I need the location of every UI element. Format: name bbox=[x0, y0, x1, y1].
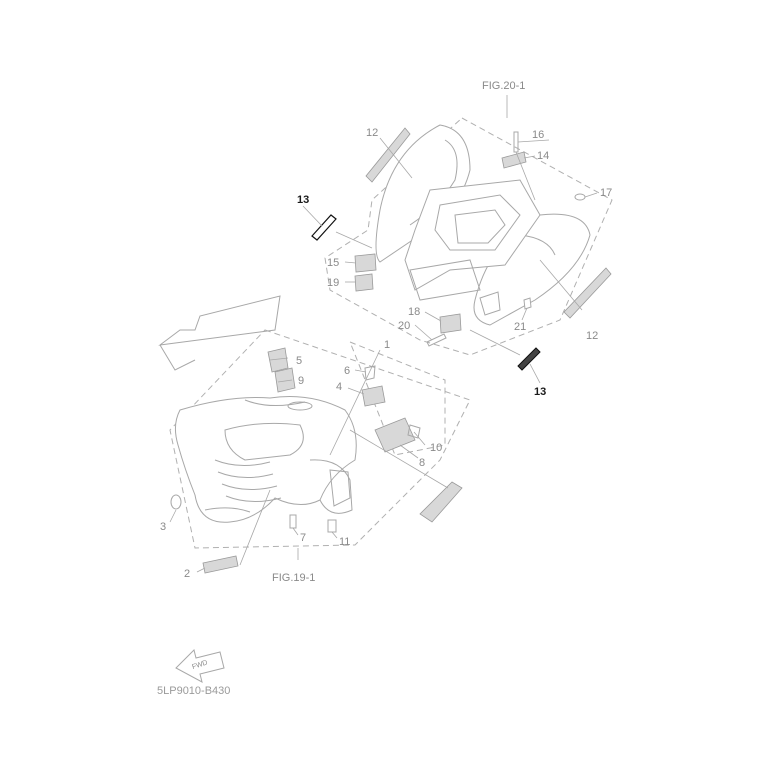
screw-10 bbox=[407, 424, 421, 439]
bolt-16 bbox=[513, 131, 519, 153]
part-number-12-lower: 12 bbox=[586, 330, 598, 342]
plate-8 bbox=[374, 417, 416, 453]
decal-9 bbox=[274, 367, 296, 393]
part-number-15: 15 bbox=[327, 257, 339, 269]
clip-11 bbox=[327, 519, 337, 533]
clip-7 bbox=[289, 514, 297, 529]
part-number-19: 19 bbox=[327, 277, 339, 289]
part-number-12-upper: 12 bbox=[366, 127, 378, 139]
screw-20 bbox=[426, 333, 447, 347]
rear-fender-left-wing bbox=[375, 124, 471, 263]
part-number-7: 7 bbox=[300, 532, 306, 544]
fwd-text: FWD bbox=[191, 659, 208, 671]
part-number-13-upper: 13 bbox=[297, 194, 309, 206]
label-14-shape bbox=[501, 151, 527, 169]
decal-yamaha-right bbox=[419, 481, 463, 523]
part-number-5: 5 bbox=[296, 355, 302, 367]
drawing-code: 5LP9010-B430 bbox=[157, 685, 230, 697]
part-number-17: 17 bbox=[600, 187, 612, 199]
part-number-2: 2 bbox=[184, 568, 190, 580]
decal-5 bbox=[267, 347, 289, 373]
emblem-13-lower bbox=[469, 329, 541, 371]
rear-fender-assembly bbox=[311, 95, 613, 371]
part-number-1: 1 bbox=[384, 339, 390, 351]
part-number-6: 6 bbox=[344, 365, 350, 377]
decal-12-right bbox=[539, 259, 612, 319]
plate-4 bbox=[361, 385, 386, 407]
label-15-shape bbox=[354, 253, 377, 273]
part-number-4: 4 bbox=[336, 381, 342, 393]
emblem-13-upper bbox=[311, 214, 373, 249]
part-number-18: 18 bbox=[408, 306, 420, 318]
rear-fender-boundary bbox=[324, 117, 613, 356]
part-number-14: 14 bbox=[537, 150, 549, 162]
decal-12-left bbox=[365, 127, 413, 183]
part-number-20: 20 bbox=[398, 320, 410, 332]
decal-2 bbox=[202, 555, 239, 574]
fig-ref-lower: FIG.19-1 bbox=[272, 572, 315, 584]
part-number-11: 11 bbox=[339, 536, 350, 548]
fig-ref-upper: FIG.20-1 bbox=[482, 80, 525, 92]
part-number-21: 21 bbox=[514, 321, 526, 333]
part-number-10: 10 bbox=[430, 442, 442, 454]
front-fender-body bbox=[174, 396, 357, 523]
label-18-shape bbox=[439, 313, 462, 334]
grommet-17 bbox=[574, 193, 586, 201]
part-number-13-lower: 13 bbox=[534, 386, 546, 398]
clip-21 bbox=[523, 297, 532, 310]
fwd-arrow-icon bbox=[175, 649, 225, 683]
part-number-9: 9 bbox=[298, 375, 304, 387]
label-19-shape bbox=[354, 273, 374, 292]
front-fender-boundary bbox=[169, 329, 471, 549]
part-number-16: 16 bbox=[532, 129, 544, 141]
front-fender-assembly bbox=[158, 295, 471, 574]
side-panel-left bbox=[158, 295, 281, 346]
plug-3 bbox=[170, 494, 182, 510]
part-number-3: 3 bbox=[160, 521, 166, 533]
part-number-8: 8 bbox=[419, 457, 425, 469]
storage-box bbox=[434, 194, 521, 251]
